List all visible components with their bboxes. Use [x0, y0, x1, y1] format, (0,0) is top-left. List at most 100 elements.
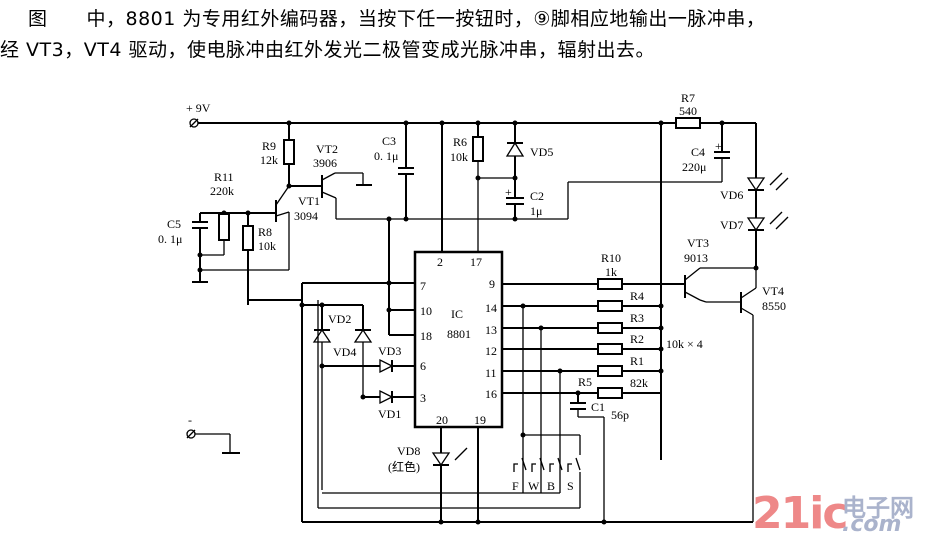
vt1-label: VT1	[298, 194, 320, 208]
vd5-label: VD5	[530, 145, 553, 159]
capacitor-c5: C5 0. 1μ	[158, 213, 208, 283]
svg-text:16: 16	[485, 387, 497, 401]
button-f-label: F	[512, 479, 519, 493]
svg-text:17: 17	[470, 255, 482, 269]
transistor-vt4: VT4 8550	[740, 268, 786, 522]
ir-led-vd6: VD6	[720, 123, 789, 202]
vd4-label: VD4	[333, 345, 356, 359]
capacitor-c2: + C2 1μ	[440, 181, 722, 222]
caption-line-2: 经 VT3，VT4 驱动，使电脉冲由红外发光二极管变成光脉冲串，辐射出去。	[0, 39, 655, 61]
vt4-label: VT4	[762, 284, 784, 298]
button-s[interactable]: S	[567, 457, 581, 493]
r6-label: R6	[453, 135, 467, 149]
svg-text:6: 6	[420, 359, 426, 373]
vd3-label: VD3	[378, 344, 401, 358]
positive-rail: + 9V	[186, 101, 676, 128]
resistor-r2	[597, 343, 623, 355]
c5-label: C5	[167, 217, 181, 231]
resistor-group-value: 10k × 4	[666, 337, 703, 351]
vd8-label: VD8	[397, 444, 420, 458]
r7-value: 540	[679, 104, 697, 118]
r10-label: R10	[601, 251, 621, 265]
watermark-number: 21ic	[752, 488, 848, 539]
r10-value: 1k	[605, 265, 617, 279]
button-b[interactable]: B	[547, 457, 563, 493]
c1-value: 56p	[611, 408, 629, 422]
capacitor-c4: + C4 220μ	[682, 123, 730, 182]
c1-label: C1	[591, 400, 605, 414]
button-f[interactable]: F	[512, 457, 527, 493]
resistor-r8: R8 10k	[242, 210, 302, 301]
transistor-vt3: VT3 9013	[684, 236, 756, 303]
ic-8801: IC 8801 2 17 7 10 18 6 3 20 19 9 14 13 1…	[413, 250, 504, 429]
resistor-r7: R7 540	[675, 91, 756, 129]
r5-value: 82k	[630, 376, 648, 390]
r8-label: R8	[258, 225, 272, 239]
vd2-label: VD2	[328, 312, 351, 326]
svg-text:10: 10	[420, 304, 432, 318]
svg-text:2: 2	[437, 255, 443, 269]
c4-label: C4	[691, 145, 705, 159]
r1-label: R1	[630, 354, 644, 368]
r11-value: 220k	[210, 184, 234, 198]
resistor-r9: R9 12k	[260, 120, 295, 189]
svg-text:11: 11	[485, 366, 497, 380]
vd7-label: VD7	[720, 218, 743, 232]
r11-label: R11	[214, 170, 234, 184]
svg-text:+: +	[715, 139, 722, 153]
negative-terminal: -	[186, 413, 240, 454]
supply-negative-label: -	[188, 413, 192, 427]
resistor-r11: R11 220k	[200, 170, 234, 256]
vt2-value: 3906	[313, 156, 337, 170]
c2-label: C2	[530, 189, 544, 203]
svg-text:13: 13	[485, 323, 497, 337]
vt1-value: 3094	[294, 209, 318, 223]
c5-value: 0. 1μ	[158, 232, 182, 246]
watermark: 21ic 电子网 .com	[752, 488, 914, 539]
vt2-label: VT2	[316, 142, 338, 156]
button-w[interactable]: W	[528, 457, 545, 493]
ic-part: 8801	[447, 327, 471, 341]
r2-label: R2	[630, 332, 644, 346]
ir-led-vd7: VD7	[720, 190, 789, 271]
c3-label: C3	[382, 134, 396, 148]
emission-arrow-icon	[454, 447, 468, 461]
r3-label: R3	[630, 311, 644, 325]
resistor-r5	[597, 387, 623, 399]
vd1-label: VD1	[378, 407, 401, 421]
svg-text:20: 20	[436, 413, 448, 427]
vt3-label: VT3	[687, 236, 709, 250]
r8-value: 10k	[258, 239, 276, 253]
vd6-label: VD6	[720, 188, 743, 202]
ic-label: IC	[451, 307, 463, 321]
svg-text:18: 18	[420, 329, 432, 343]
resistor-r10	[597, 278, 623, 290]
button-w-label: W	[528, 479, 540, 493]
svg-text:19: 19	[474, 413, 486, 427]
r6-value: 10k	[450, 150, 468, 164]
svg-text:3: 3	[420, 391, 426, 405]
c4-value: 220μ	[682, 160, 706, 174]
watermark-domain: .com	[842, 512, 902, 537]
vt4-value: 8550	[762, 299, 786, 313]
button-switches: F W B S	[512, 457, 581, 493]
capacitor-c3: C3 0. 1μ	[374, 120, 414, 222]
svg-text:+: +	[505, 185, 512, 199]
diode-vd2: VD2	[247, 300, 363, 490]
vt3-value: 9013	[684, 251, 708, 265]
caption-line-1: 图 中，8801 为专用红外编码器，当按下任一按钮时，⑨脚相应地输出一脉冲串，	[28, 8, 766, 30]
emission-arrow-icon	[769, 211, 783, 225]
c2-value: 1μ	[530, 204, 542, 218]
capacitor-c1: C1 56p	[570, 390, 629, 525]
watermark-chinese: 电子网	[842, 494, 914, 522]
r4-label: R4	[630, 289, 644, 303]
zener-vd5: VD5	[478, 120, 553, 198]
resistor-r3	[597, 322, 623, 334]
led-vd8: VD8 (红色)	[388, 427, 468, 525]
r5-label: R5	[578, 375, 592, 389]
resistor-r1	[597, 365, 623, 377]
button-b-label: B	[547, 479, 555, 493]
svg-text:14: 14	[485, 301, 497, 315]
r9-value: 12k	[260, 153, 278, 167]
